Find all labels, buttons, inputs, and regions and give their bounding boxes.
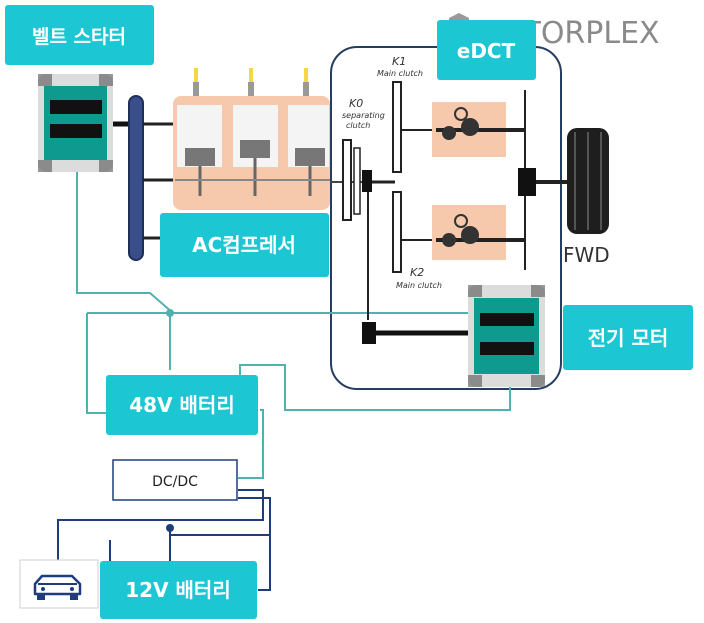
k0-clutch-plate <box>342 139 352 221</box>
k2-desc: Main clutch <box>396 281 442 290</box>
electric-motor-label: 전기 모터 <box>563 305 693 370</box>
ac-compressor-label: AC컴프레서 <box>160 213 329 277</box>
k0-name: K0 <box>349 97 363 110</box>
battery-48v-text: 48V 배터리 <box>129 393 234 417</box>
48v-junction-dot <box>166 309 174 317</box>
dcdc-text: DC/DC <box>152 474 198 490</box>
edct-text: eDCT <box>457 39 516 63</box>
edct-label: eDCT <box>437 20 536 80</box>
k0-hub <box>362 170 372 192</box>
engine-block <box>173 96 330 210</box>
electric-motor-text: 전기 모터 <box>588 326 669 350</box>
drive-belt <box>128 95 144 261</box>
differential <box>518 168 536 196</box>
ac-compressor-text: AC컴프레서 <box>192 233 296 257</box>
battery-48v-label: 48V 배터리 <box>106 375 258 435</box>
12v-junction-dot <box>166 524 174 532</box>
k2-clutch-plate <box>392 191 402 273</box>
k0-desc-line1: separating <box>342 111 385 120</box>
car-icon <box>19 559 99 609</box>
k0-desc-line2: clutch <box>346 121 370 130</box>
battery-12v-text: 12V 배터리 <box>125 578 230 602</box>
battery-12v-label: 12V 배터리 <box>100 561 257 619</box>
motor-coupling-hub <box>362 322 376 344</box>
k2-name: K2 <box>410 266 424 279</box>
dcdc-converter: DC/DC <box>112 459 238 501</box>
teal-wiring <box>76 170 511 479</box>
electric-motor <box>468 285 545 387</box>
belt-starter-motor <box>38 74 113 172</box>
k1-desc: Main clutch <box>377 69 423 78</box>
k1-name: K1 <box>392 55 406 68</box>
tire-icon <box>567 128 609 234</box>
spark-plugs <box>193 68 309 96</box>
belt-starter-label: 벨트 스타터 <box>5 5 154 65</box>
gear-icon <box>442 107 479 247</box>
belt-starter-text: 벨트 스타터 <box>32 26 126 48</box>
fwd-label: FWD <box>563 243 610 267</box>
k1-clutch-plate <box>392 81 402 173</box>
